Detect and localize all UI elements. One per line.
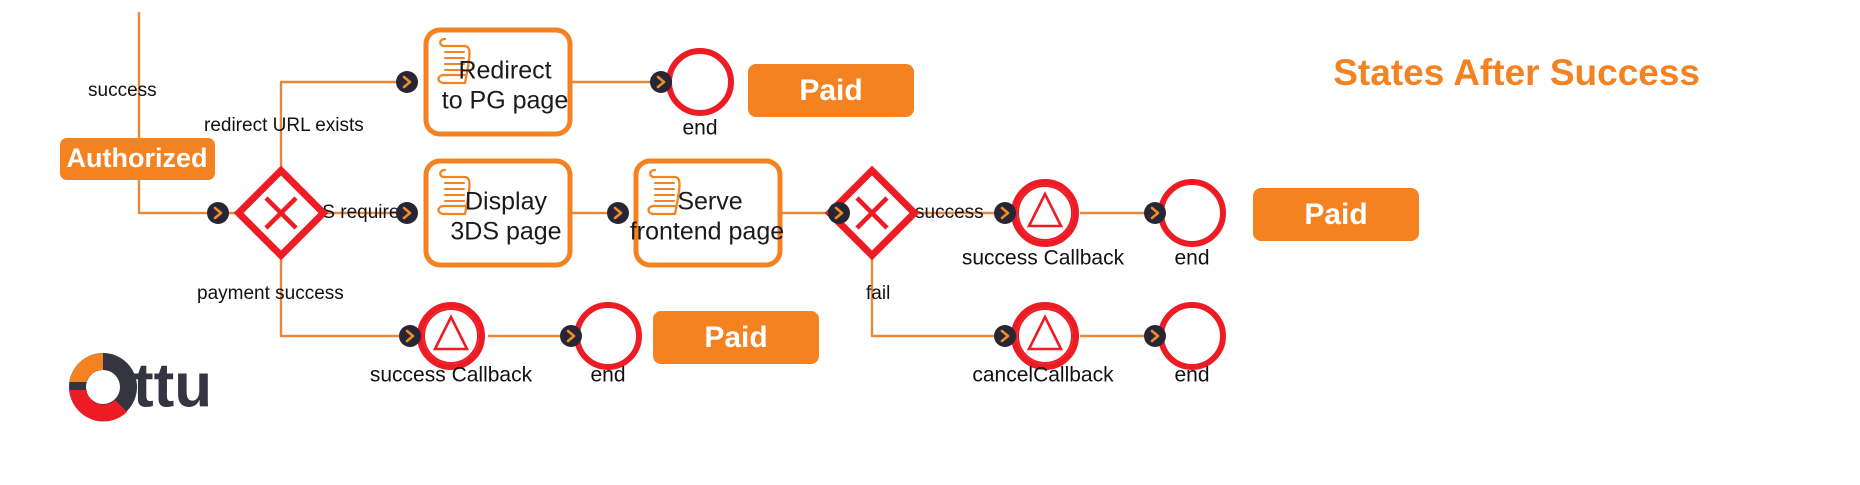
state-badge-paid-top-rect bbox=[748, 64, 914, 117]
task-display-3ds-label-line2: 3DS page bbox=[450, 218, 561, 246]
task-display-3ds-box bbox=[423, 158, 573, 268]
connector-dot-cbcancel-in bbox=[992, 323, 1018, 349]
cancel-callback-label: cancelCallback bbox=[972, 363, 1114, 386]
edge-label-success: success bbox=[88, 80, 157, 101]
state-badge-paid-top[interactable]: Paid bbox=[748, 64, 914, 117]
edge-label-redirect-url-exists: redirect URL exists bbox=[204, 115, 364, 136]
escalation-triangle-icon bbox=[1026, 191, 1064, 228]
state-badge-paid-bottom-label: Paid bbox=[704, 321, 767, 354]
flow-gw1-to-redirect bbox=[279, 80, 409, 180]
page-title: States After Success bbox=[1333, 52, 1700, 93]
connector-dot-gw1-in bbox=[205, 200, 231, 226]
gateway-exclusive-2[interactable] bbox=[824, 165, 920, 261]
edge-label-success-2: success bbox=[915, 202, 984, 223]
escalation-event-success-callback-middle[interactable]: success Callback bbox=[962, 179, 1125, 269]
callback-middle-inner-ring bbox=[1017, 185, 1073, 241]
task-redirect-box bbox=[423, 27, 573, 137]
state-badge-authorized[interactable]: Authorized bbox=[60, 138, 215, 180]
connector-dot-cbmid-in bbox=[992, 200, 1018, 226]
connector-dot-cbbot-in bbox=[397, 323, 423, 349]
flow-authorized-to-gw1 bbox=[137, 188, 246, 215]
callback-bottom-inner-ring bbox=[423, 308, 479, 364]
connector-dot-display3ds-in bbox=[394, 200, 420, 226]
edge-label-payment-success: payment success bbox=[197, 283, 344, 304]
task-serve-frontend-label-line2: frontend page bbox=[630, 218, 784, 246]
sequence-flows bbox=[137, 12, 1155, 338]
cancel-callback-inner-ring bbox=[1017, 308, 1073, 364]
task-redirect-label-line1: Redirect bbox=[458, 57, 551, 85]
flow-gw2-fail bbox=[870, 247, 1004, 338]
gateway-exclusive-1[interactable] bbox=[233, 165, 329, 261]
end-event-bottom-left-label: end bbox=[590, 363, 625, 386]
state-badge-authorized-rect bbox=[60, 138, 215, 180]
state-badge-paid-top-label: Paid bbox=[799, 74, 862, 107]
connector-dot-gw2-in bbox=[826, 200, 852, 226]
state-badge-paid-bottom[interactable]: Paid bbox=[653, 311, 819, 364]
ottu-ring-red bbox=[69, 390, 127, 422]
task-serve-frontend-box bbox=[633, 158, 783, 268]
connector-dot-endbotright-in bbox=[1142, 323, 1168, 349]
end-event-bottom-right-label: end bbox=[1174, 363, 1209, 386]
callback-bottom-label: success Callback bbox=[370, 363, 533, 386]
escalation-triangle-icon bbox=[1026, 314, 1064, 351]
connector-dot-endbotleft-in bbox=[558, 323, 584, 349]
end-event-bottom-left-circle bbox=[574, 302, 642, 370]
connector-dot-end-top-in bbox=[648, 69, 674, 95]
state-badge-paid-middle[interactable]: Paid bbox=[1253, 188, 1419, 241]
end-event-top[interactable]: end bbox=[666, 48, 734, 139]
edge-label-group: success redirect URL exists 3DS required… bbox=[88, 80, 984, 304]
edge-label-fail: fail bbox=[866, 283, 890, 304]
task-serve-frontend-label-line1: Serve bbox=[677, 188, 742, 216]
state-badge-paid-bottom-rect bbox=[653, 311, 819, 364]
end-event-middle-circle bbox=[1158, 179, 1226, 247]
task-display-3ds-label-line1: Display bbox=[465, 188, 547, 216]
connector-dot-serve-in bbox=[605, 200, 631, 226]
ottu-wordmark: ttu bbox=[133, 351, 212, 420]
edge-label-3ds-required: 3DS required bbox=[298, 202, 410, 223]
end-event-bottom-right-circle bbox=[1158, 302, 1226, 370]
end-event-bottom-left[interactable]: end bbox=[574, 302, 642, 386]
end-event-middle-label: end bbox=[1174, 246, 1209, 269]
ottu-logo: ttu bbox=[69, 351, 212, 422]
flow-gw1-payment-success bbox=[279, 247, 409, 338]
task-redirect-to-pg-page[interactable]: Redirect to PG page bbox=[423, 27, 573, 137]
state-badge-authorized-label: Authorized bbox=[67, 143, 208, 173]
ottu-logo-mark bbox=[69, 353, 137, 422]
callback-middle-label: success Callback bbox=[962, 246, 1125, 269]
task-redirect-label-line2: to PG page bbox=[442, 87, 568, 115]
end-event-top-label: end bbox=[682, 116, 717, 139]
gateway-1-x-2 bbox=[264, 196, 298, 230]
escalation-event-success-callback-bottom[interactable]: success Callback bbox=[370, 302, 533, 386]
ottu-ring-orange bbox=[69, 353, 103, 382]
connector-dot-redirect-in bbox=[394, 69, 420, 95]
escalation-triangle-icon bbox=[432, 314, 470, 351]
task-serve-frontend-page[interactable]: Serve frontend page bbox=[630, 158, 784, 268]
state-badge-paid-middle-label: Paid bbox=[1304, 198, 1367, 231]
end-event-bottom-right[interactable]: end bbox=[1158, 302, 1226, 386]
escalation-event-cancel-callback[interactable]: cancelCallback bbox=[972, 302, 1114, 386]
end-event-middle[interactable]: end bbox=[1158, 179, 1226, 269]
end-event-top-circle bbox=[666, 48, 734, 116]
task-display-3ds-page[interactable]: Display 3DS page bbox=[423, 158, 573, 268]
state-badge-paid-middle-rect bbox=[1253, 188, 1419, 241]
gateway-2-x-2 bbox=[855, 196, 889, 230]
connector-dot-endmid-in bbox=[1142, 200, 1168, 226]
